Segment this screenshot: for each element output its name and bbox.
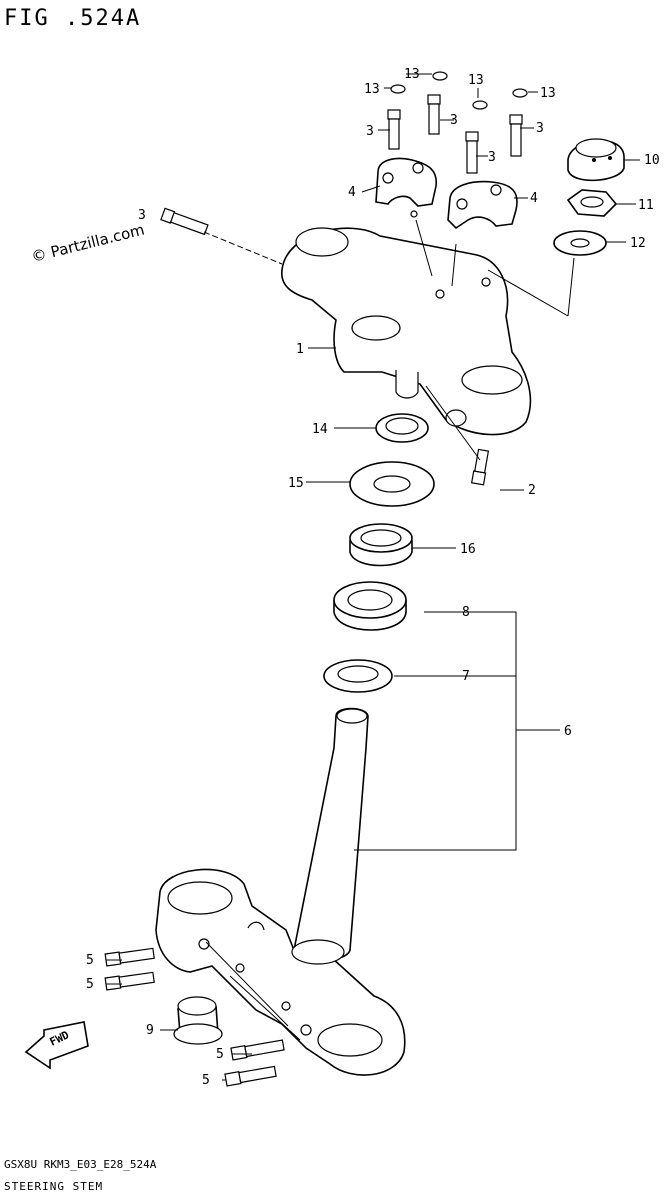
leader-lines [106,73,640,1081]
callout-3: 3 [366,124,374,139]
washer-15-part [349,461,435,507]
figure-title: FIG .524A [4,6,142,31]
bearing-cover-16-part [349,523,413,567]
callout-10: 10 [644,153,660,168]
callout-12: 12 [630,236,646,251]
callout-7: 7 [462,669,470,684]
race-7-part [323,659,393,693]
callout-2: 2 [528,483,536,498]
bolt-5-part [104,947,285,1087]
callout-13: 13 [540,86,556,101]
callout-3: 3 [488,150,496,165]
upper-bracket-part [281,210,532,436]
callout-5: 5 [216,1047,224,1062]
callout-13: 13 [364,82,380,97]
callout-5: 5 [86,953,94,968]
lower-bracket-stem-part [155,707,406,1076]
callout-4: 4 [348,185,356,200]
callout-3: 3 [138,208,146,223]
callout-11: 11 [638,198,654,213]
callout-16: 16 [460,542,476,557]
cap-13-part [390,71,528,110]
nut-cap-10-part [567,138,625,182]
callout-13: 13 [404,67,420,82]
bolt-3-part [160,94,523,486]
callout-9: 9 [146,1023,154,1038]
callout-5: 5 [202,1073,210,1088]
callout-14: 14 [312,422,328,437]
callout-labels: 1 2 3 3 3 3 3 4 4 5 5 5 5 6 7 8 9 10 11 … [86,67,660,1088]
callout-3: 3 [450,113,458,128]
handlebar-holder-part [375,157,518,230]
nut-14-part [375,413,429,443]
footer-diagram-code: GSX8U RKM3_E03_E28_524A [4,1158,157,1171]
callout-5: 5 [86,977,94,992]
callout-1: 1 [296,342,304,357]
fwd-arrow-icon: FWD [24,1021,89,1070]
bearing-8-part [333,581,407,631]
callout-3: 3 [536,121,544,136]
washer-12-part [553,230,607,256]
callout-4: 4 [530,191,538,206]
cap-9-part [173,996,223,1045]
nut-11-part [566,189,618,217]
callout-15: 15 [288,476,304,491]
footer-diagram-name: STEERING STEM [4,1180,104,1193]
callout-8: 8 [462,605,470,620]
callout-6: 6 [564,724,572,739]
callout-13: 13 [468,73,484,88]
